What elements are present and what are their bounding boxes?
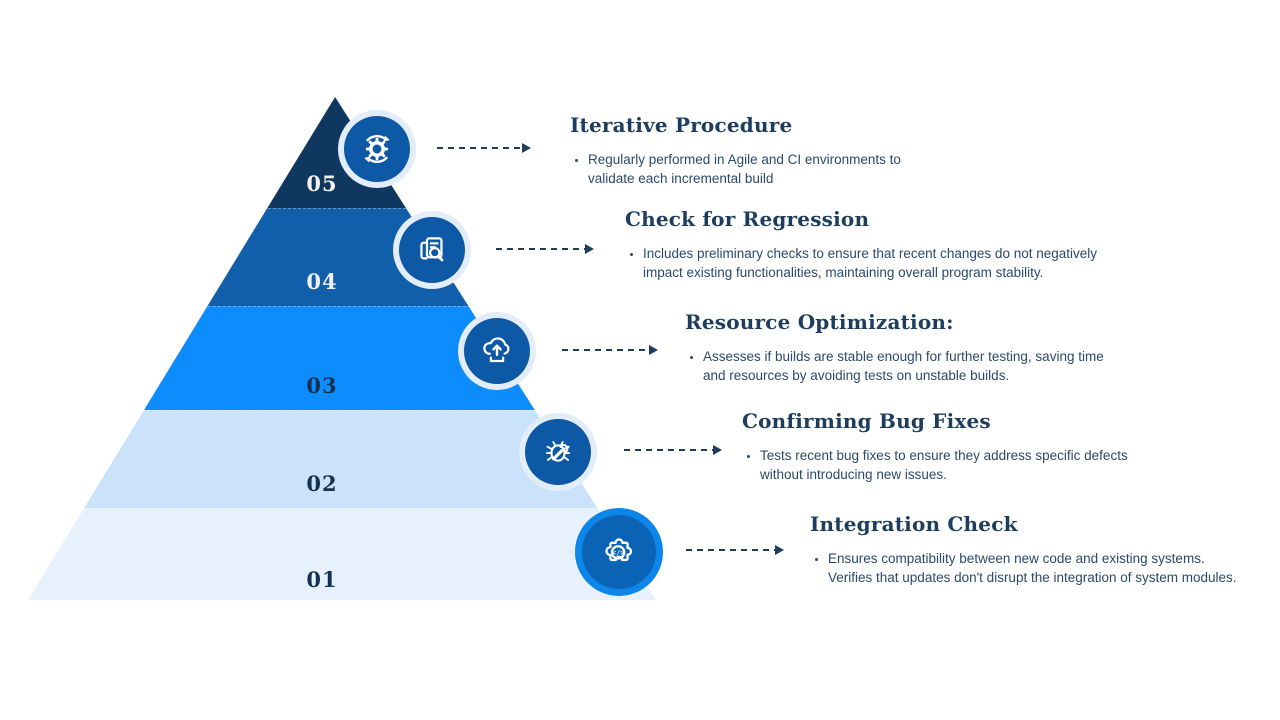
pyramid-level-1: 01 [28,508,656,600]
level-number: 04 [306,269,338,294]
section-bullets: Regularly performed in Agile and CI envi… [570,150,901,188]
bullet-item: Tests recent bug fixes to ensure they ad… [760,446,1128,484]
arrow-level-4 [496,244,594,254]
puzzle-code-icon: </> [605,538,633,562]
document-search-icon [420,237,444,262]
section-title: Iterative Procedure [570,113,793,137]
resource-badge [464,318,530,384]
section-bullets: Ensures compatibility between new code a… [810,549,1237,587]
code-glyph: </> [612,549,624,557]
level-number: 01 [306,567,338,592]
regression-badge [399,217,465,283]
bullet-item: Assesses if builds are stable enough for… [703,347,1104,385]
pyramid-level-4: 04 [28,208,656,306]
arrow-level-1 [686,545,784,555]
section-title: Integration Check [810,512,1018,536]
section-confirming-bug-fixes: Confirming Bug Fixes Tests recent bug fi… [742,408,1128,484]
section-resource-optimization: Resource Optimization: Assesses if build… [685,309,1104,385]
section-title: Check for Regression [625,207,870,231]
section-integration-check: Integration Check Ensures compatibility … [810,511,1237,587]
section-iterative-procedure: Iterative Procedure Regularly performed … [570,112,901,188]
section-title: Confirming Bug Fixes [742,409,991,433]
bugfix-badge [525,419,591,485]
section-bullets: Tests recent bug fixes to ensure they ad… [742,446,1128,484]
pyramid-level-3: 03 [28,306,656,410]
level-number: 02 [306,471,338,496]
section-check-for-regression: Check for Regression Includes preliminar… [625,206,1097,282]
section-bullets: Assesses if builds are stable enough for… [685,347,1104,385]
section-bullets: Includes preliminary checks to ensure th… [625,244,1097,282]
bullet-item: Ensures compatibility between new code a… [828,549,1237,587]
arrow-level-5 [437,143,531,153]
integration-badge: </> [582,515,656,589]
level-number: 05 [306,171,338,196]
cloud-upload-icon [483,337,510,363]
pyramid-level-5: 05 [28,97,656,208]
section-title: Resource Optimization: [685,310,954,334]
arrow-level-3 [562,345,658,355]
iteration-gear-icon [364,134,390,164]
bullet-item: Includes preliminary checks to ensure th… [643,244,1097,282]
arrow-level-2 [624,445,722,455]
iteration-badge [344,116,410,182]
bug-wrench-icon [545,441,571,462]
level-number: 03 [306,373,338,398]
bullet-item: Regularly performed in Agile and CI envi… [588,150,901,188]
